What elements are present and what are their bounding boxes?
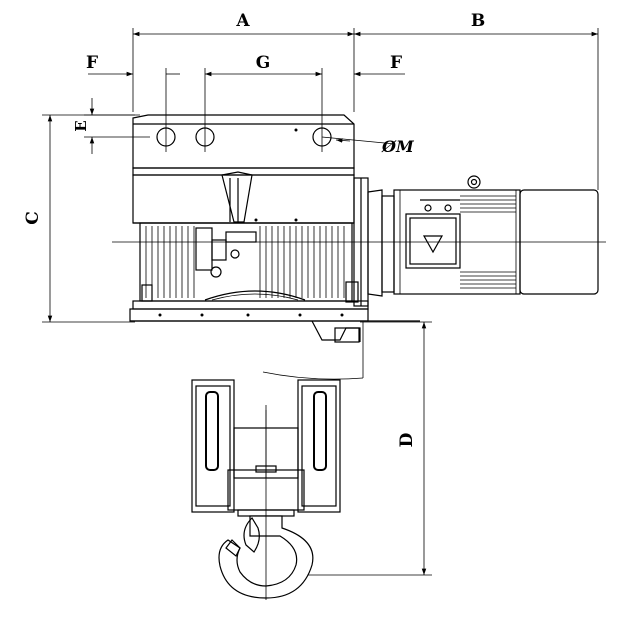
dimension-f-left-label: F: [86, 53, 98, 73]
dimension-a-label: A: [235, 11, 250, 31]
dimension-g-label: G: [256, 53, 271, 73]
hoist-housing: [132, 167, 369, 307]
crane-hook: [218, 405, 314, 600]
dimension-fgf: F G F: [86, 53, 405, 122]
dimension-e: E: [72, 98, 150, 154]
dimension-b: B: [354, 11, 599, 190]
dimension-d-label: D: [397, 432, 417, 447]
mounting-plate: [132, 114, 355, 169]
lifting-eye-icon: [467, 175, 481, 189]
dimension-d: D: [300, 321, 432, 576]
dimension-c-label: C: [23, 211, 43, 225]
dimension-m: ØM: [321, 136, 415, 156]
limit-switch: [262, 320, 364, 380]
rope-guide: [204, 290, 306, 301]
dimension-m-label: ØM: [381, 137, 415, 156]
electric-motor: [367, 175, 599, 297]
motor-cooling-fins: [460, 195, 516, 289]
dimension-b-label: B: [471, 11, 485, 31]
drum-bracket: [195, 171, 257, 278]
drum-grooves: [145, 226, 345, 298]
dimension-a: A: [132, 11, 355, 112]
dimension-c: C: [23, 114, 135, 323]
dimension-f-right-label: F: [390, 53, 402, 73]
dimension-e-label: E: [72, 120, 90, 131]
base-frame: [129, 281, 420, 322]
